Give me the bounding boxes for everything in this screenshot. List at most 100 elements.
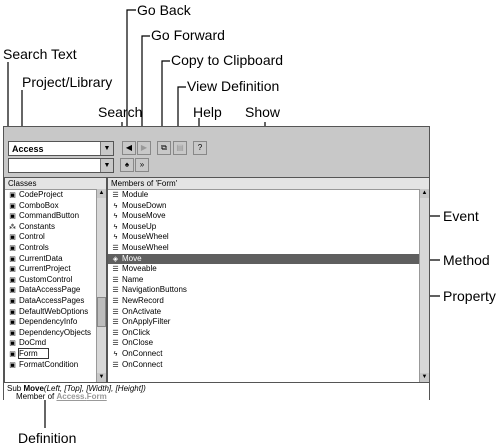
definition-params: (Left, [Top], [Width], [Height]) xyxy=(43,384,146,393)
list-item-label: OnConnect xyxy=(122,359,163,369)
callout-search: Search xyxy=(98,104,143,120)
class-icon: ▣ xyxy=(9,319,16,327)
list-item[interactable]: ▣Control xyxy=(5,232,106,243)
property-icon: ☰ xyxy=(112,319,119,327)
class-icon: ▣ xyxy=(9,340,16,348)
list-item-label: CurrentProject xyxy=(19,264,71,274)
event-icon: ϟ xyxy=(113,223,118,231)
link-separator: . xyxy=(84,392,87,401)
list-item[interactable]: ▣DataAccessPages xyxy=(5,296,106,307)
callout-show: Show xyxy=(245,104,281,120)
view-definition-button[interactable]: ▤ xyxy=(173,141,187,155)
list-item[interactable]: ▣CurrentProject xyxy=(5,264,106,275)
list-item[interactable]: ▣CodeProject xyxy=(5,190,106,201)
callout-project-library: Project/Library xyxy=(22,74,113,90)
list-item[interactable]: ▣Controls xyxy=(5,243,106,254)
go-back-button[interactable]: ◀ xyxy=(122,141,136,155)
callout-copy-to-clipboard: Copy to Clipboard xyxy=(171,52,284,68)
arrow-left-icon: ◀ xyxy=(125,143,133,152)
class-icon: ▣ xyxy=(9,287,16,295)
callout-property: Property xyxy=(443,288,496,304)
list-item-label: Module xyxy=(122,190,149,199)
list-item[interactable]: ⁂Constants xyxy=(5,222,106,233)
list-item[interactable]: ☰OnConnect xyxy=(108,360,429,371)
definition-member-of: Member of Access.Form xyxy=(16,392,107,401)
list-item[interactable]: ☰MouseWheel xyxy=(108,243,429,254)
definition-pane: Sub Move(Left, [Top], [Width], [Height])… xyxy=(4,382,429,401)
list-item[interactable]: ☰Module xyxy=(108,190,429,201)
list-item-label: CurrentData xyxy=(19,253,63,263)
chevron-down-icon[interactable]: ▼ xyxy=(100,142,113,155)
list-item[interactable]: ▣ComboBox xyxy=(5,201,106,212)
property-icon: ☰ xyxy=(112,340,119,348)
property-icon: ☰ xyxy=(112,361,119,369)
list-item[interactable]: ▣DoCmd xyxy=(5,338,106,349)
library-link[interactable]: Access xyxy=(56,392,85,401)
list-item-label: Control xyxy=(19,232,45,242)
help-icon: ? xyxy=(197,143,203,152)
method-icon: ◈ xyxy=(112,255,119,263)
list-item[interactable]: ◈Move xyxy=(108,253,429,265)
list-item-label: Controls xyxy=(19,242,49,252)
property-icon: ☰ xyxy=(112,276,119,284)
scroll-down-icon[interactable]: ▼ xyxy=(420,373,429,382)
list-item[interactable]: ▣DataAccessPage xyxy=(5,285,106,296)
list-item-label: MouseUp xyxy=(122,221,157,231)
list-item[interactable]: ☰Name xyxy=(108,275,429,286)
list-item[interactable]: ☰OnClose xyxy=(108,338,429,349)
show-search-results-button[interactable]: » xyxy=(135,158,149,172)
go-forward-button[interactable]: ▶ xyxy=(137,141,151,155)
list-item[interactable]: ▣DefaultWebOptions xyxy=(5,307,106,318)
list-item[interactable]: ▣Form xyxy=(5,347,106,360)
list-item-label: Form xyxy=(18,347,49,359)
classes-list[interactable]: ▣CodeProject▣ComboBox▣CommandButton⁂Cons… xyxy=(5,190,106,370)
list-item-label: OnClick xyxy=(122,327,151,337)
classes-scrollbar[interactable]: ▲ ▼ xyxy=(96,189,106,382)
list-item[interactable]: ☰NewRecord xyxy=(108,296,429,307)
class-icon: ▣ xyxy=(9,329,16,337)
scrollbar-thumb[interactable] xyxy=(97,297,106,327)
help-button[interactable]: ? xyxy=(193,141,207,155)
property-icon: ☰ xyxy=(112,287,119,295)
search-text-combo[interactable]: ▼ xyxy=(8,158,114,173)
scroll-up-icon[interactable]: ▲ xyxy=(97,189,106,198)
list-item-label: Constants xyxy=(19,221,56,231)
classes-pane[interactable]: Classes ▣CodeProject▣ComboBox▣CommandBut… xyxy=(4,177,107,383)
list-item[interactable]: ☰NavigationButtons xyxy=(108,285,429,296)
list-item[interactable]: ☰OnActivate xyxy=(108,307,429,318)
list-item-label: ComboBox xyxy=(19,200,59,210)
callout-search-text: Search Text xyxy=(3,46,77,62)
list-item[interactable]: ▣DependencyInfo xyxy=(5,317,106,328)
property-icon: ☰ xyxy=(112,192,119,199)
callout-view-definition: View Definition xyxy=(187,78,280,94)
scroll-down-icon[interactable]: ▼ xyxy=(97,373,106,382)
list-item[interactable]: ▣DependencyObjects xyxy=(5,328,106,339)
list-item-label: OnApplyFilter xyxy=(122,317,171,327)
callout-help: Help xyxy=(193,104,222,120)
list-item-label: NewRecord xyxy=(122,295,164,305)
list-item[interactable]: ▣CurrentData xyxy=(5,254,106,265)
list-item[interactable]: ☰Moveable xyxy=(108,264,429,275)
list-item[interactable]: ▣FormatCondition xyxy=(5,360,106,371)
list-item[interactable]: ▣CommandButton xyxy=(5,211,106,222)
list-item-label: DataAccessPage xyxy=(19,285,81,295)
scroll-up-icon[interactable]: ▲ xyxy=(420,189,429,198)
class-link[interactable]: Form xyxy=(86,392,107,401)
project-library-combo[interactable]: Access ▼ xyxy=(8,141,114,156)
members-scrollbar[interactable]: ▲ ▼ xyxy=(419,189,429,382)
list-item[interactable]: ▣CustomControl xyxy=(5,275,106,286)
event-icon: ϟ xyxy=(113,234,118,242)
list-item[interactable]: ☰OnApplyFilter xyxy=(108,317,429,328)
list-item[interactable]: ϟ MouseUp xyxy=(108,222,429,233)
copy-to-clipboard-button[interactable]: ⧉ xyxy=(157,141,171,155)
list-item-label: MouseMove xyxy=(122,211,166,221)
list-item[interactable]: ☰OnClick xyxy=(108,328,429,339)
search-button[interactable]: ♠ xyxy=(120,158,134,172)
chevron-down-icon[interactable]: ▼ xyxy=(100,159,113,172)
